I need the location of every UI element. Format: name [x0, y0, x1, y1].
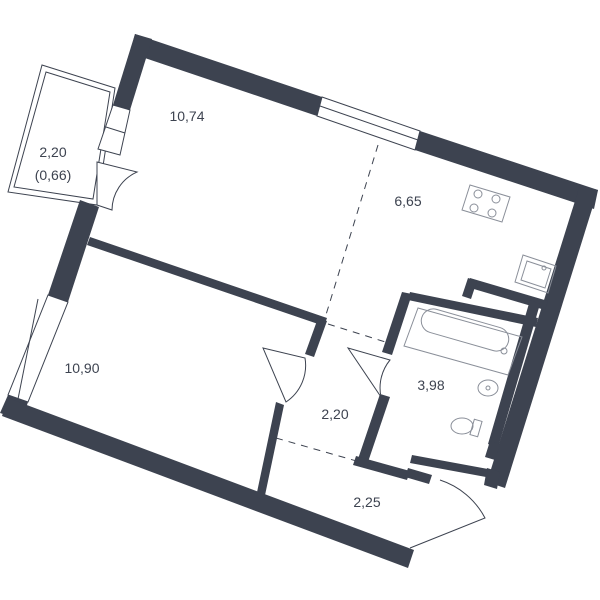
- kitchen-area-label: 6,65: [394, 193, 421, 209]
- bathroom-area-label: 3,98: [417, 377, 444, 393]
- doors: [96, 161, 486, 549]
- bathroom-sink-icon: [477, 379, 499, 397]
- hall-area-label: 2,25: [353, 494, 380, 510]
- corridor-area-label: 2,20: [321, 406, 348, 422]
- bedroom-area-label: 10,90: [64, 360, 99, 376]
- kitchen-sink-icon: [514, 254, 557, 294]
- zone-separators: [275, 144, 396, 463]
- toilet-icon: [450, 417, 483, 438]
- balcony-reduced-area-label: (0,66): [35, 167, 72, 183]
- balcony-area-label: 2,20: [39, 144, 66, 160]
- bathtub-icon: [403, 307, 523, 376]
- windows: [7, 96, 421, 403]
- stove-icon: [461, 184, 511, 223]
- outer-walls: [0, 34, 598, 568]
- room-main-area-label: 10,74: [169, 108, 204, 124]
- inner-walls: [87, 237, 548, 500]
